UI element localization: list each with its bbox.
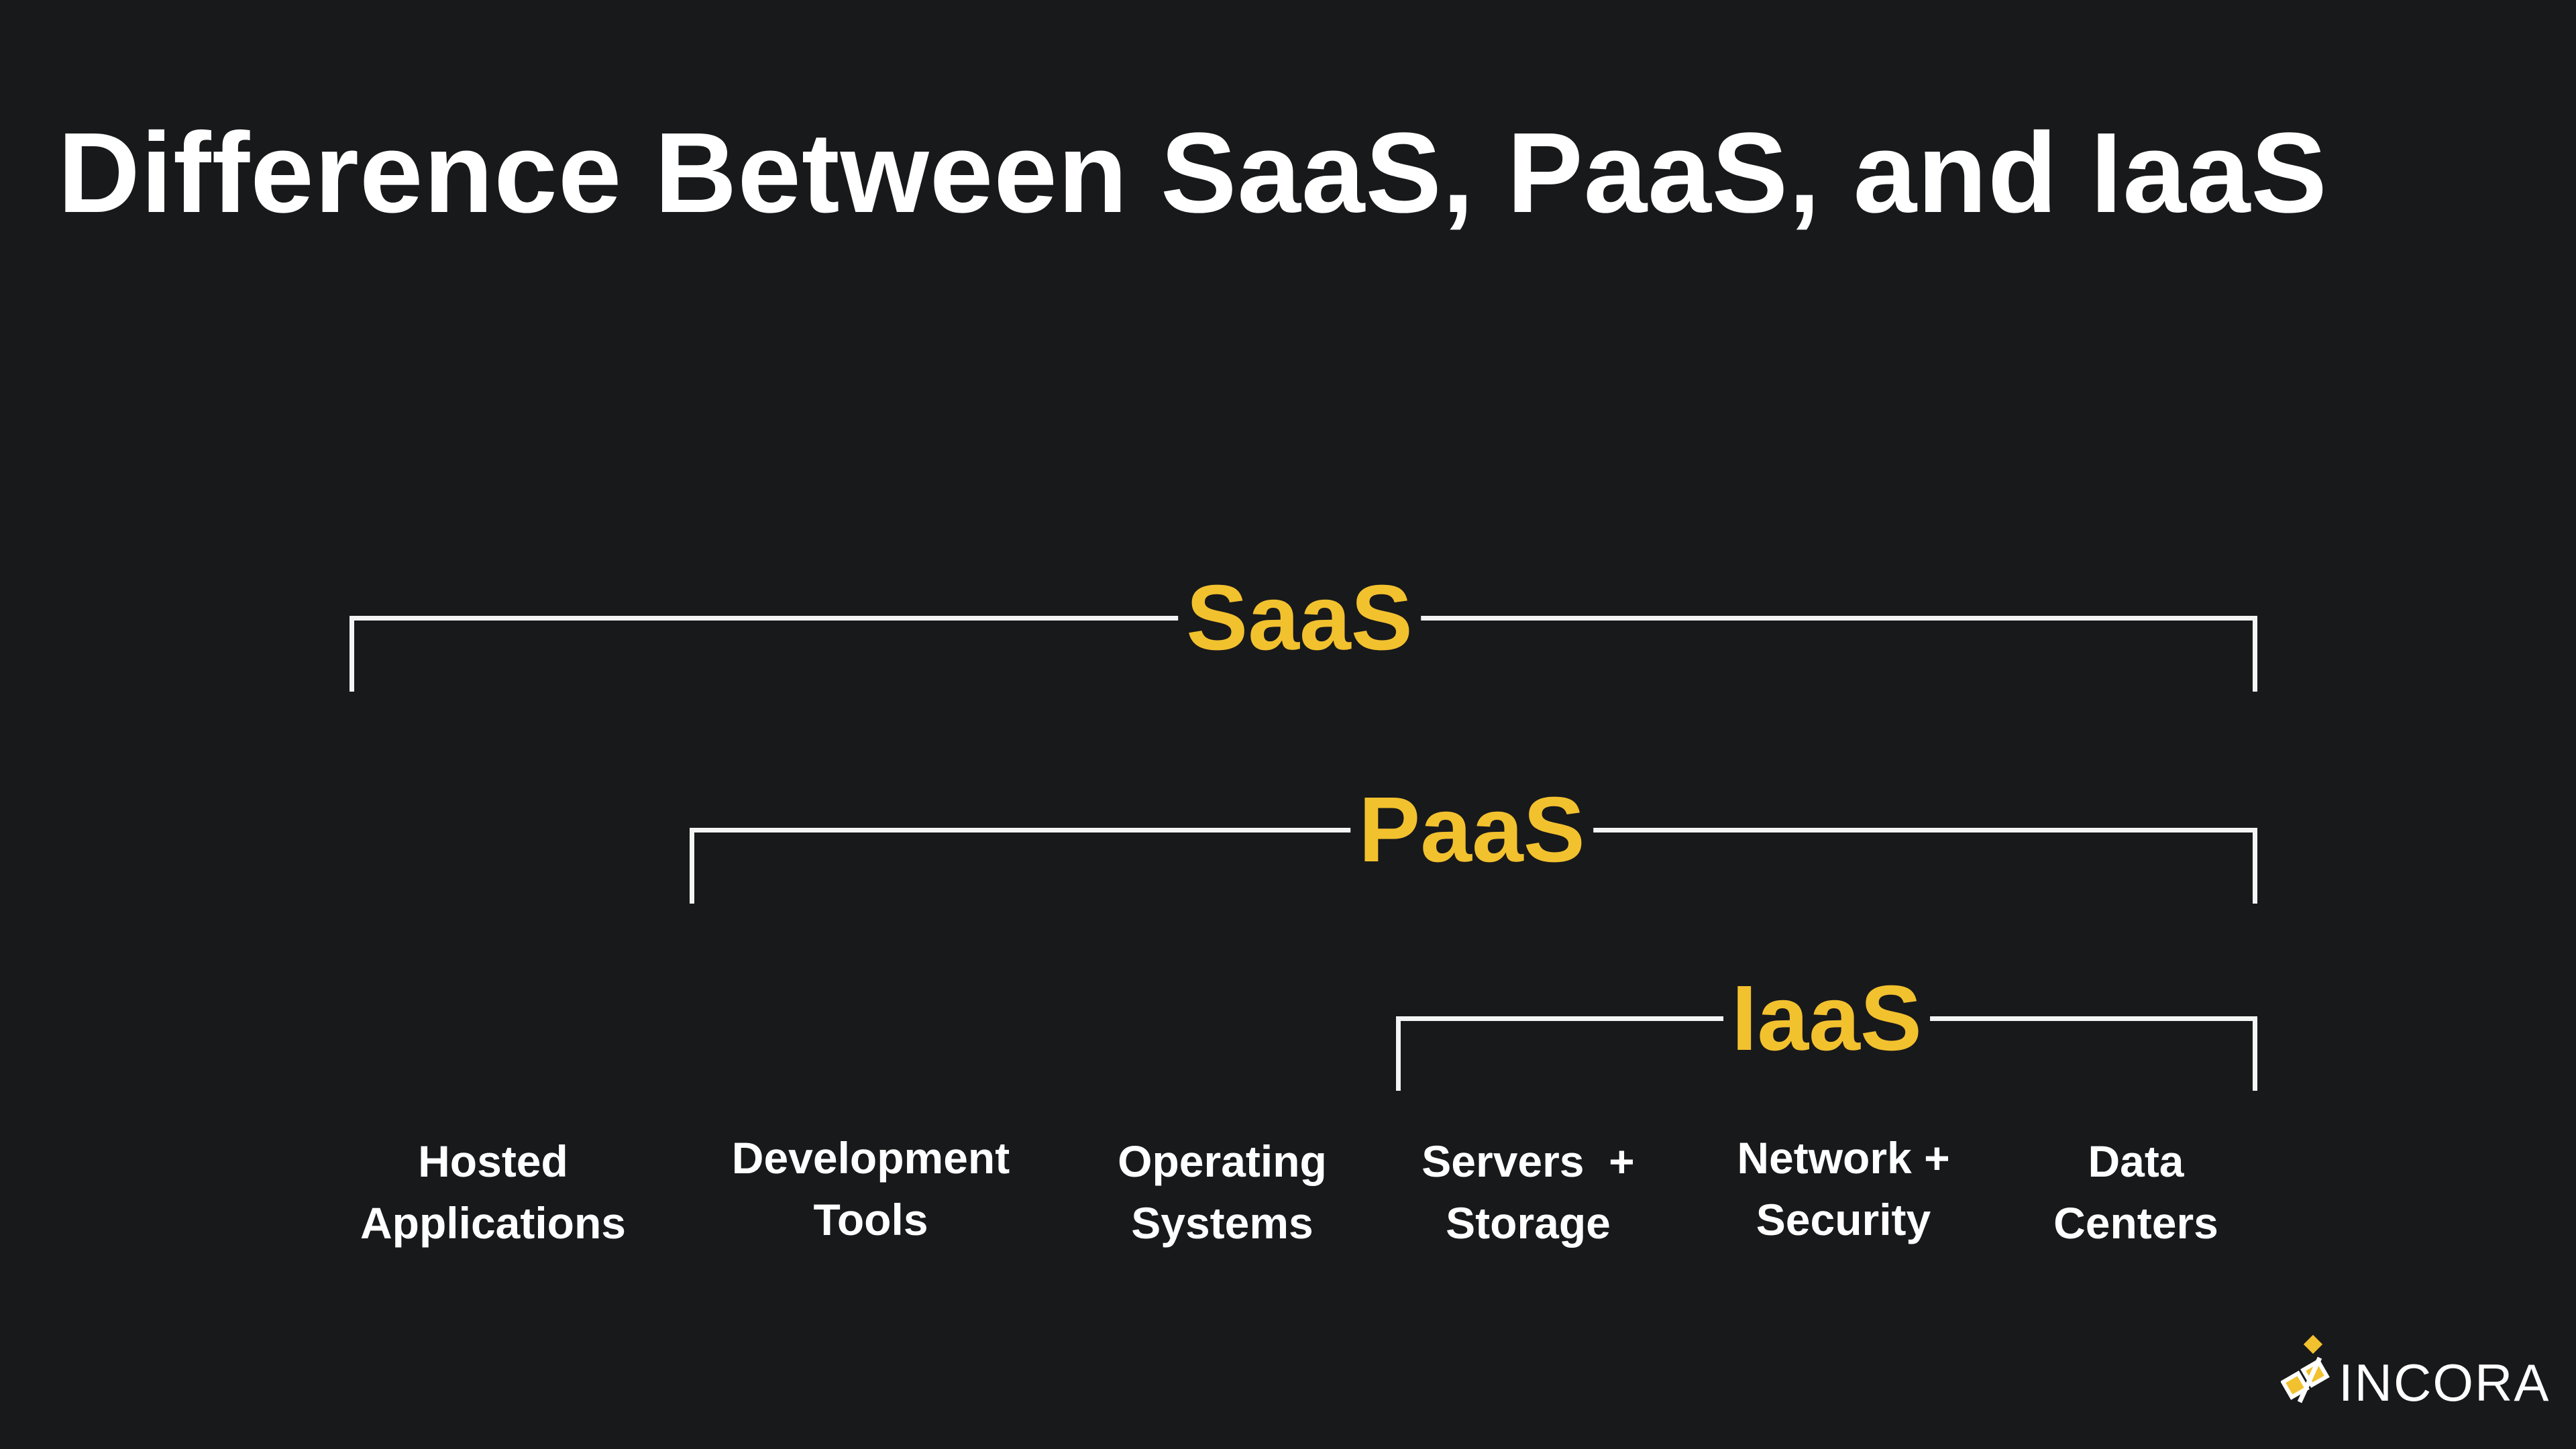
incora-logo-icon (2281, 1335, 2330, 1403)
saas-label: SaaS (1178, 572, 1421, 664)
layer-servers-storage: Servers + Storage (1421, 1130, 1634, 1254)
layer-network-security: Network + Security (1737, 1127, 1949, 1250)
layer-line: Storage (1446, 1198, 1611, 1248)
layer-line: Centers (2053, 1198, 2218, 1248)
paas-label: PaaS (1350, 784, 1593, 876)
layer-line: Network + (1737, 1133, 1950, 1183)
incora-logo-text: INCORA (2339, 1353, 2551, 1412)
layer-line: Hosted (418, 1136, 568, 1186)
layer-line: Applications (360, 1198, 627, 1248)
layer-line: Data (2088, 1136, 2184, 1186)
incora-logo: INCORA (2281, 1335, 2550, 1409)
page-title: Difference Between SaaS, PaaS, and IaaS (58, 109, 2328, 237)
iaas-label: IaaS (1723, 972, 1930, 1065)
layer-line: Tools (813, 1195, 928, 1244)
layer-line: Development (731, 1133, 1010, 1183)
layer-line: Systems (1131, 1198, 1313, 1248)
layer-line: Operating (1118, 1136, 1327, 1186)
layer-line: Servers + (1421, 1136, 1635, 1186)
layer-line: Security (1756, 1195, 1931, 1244)
